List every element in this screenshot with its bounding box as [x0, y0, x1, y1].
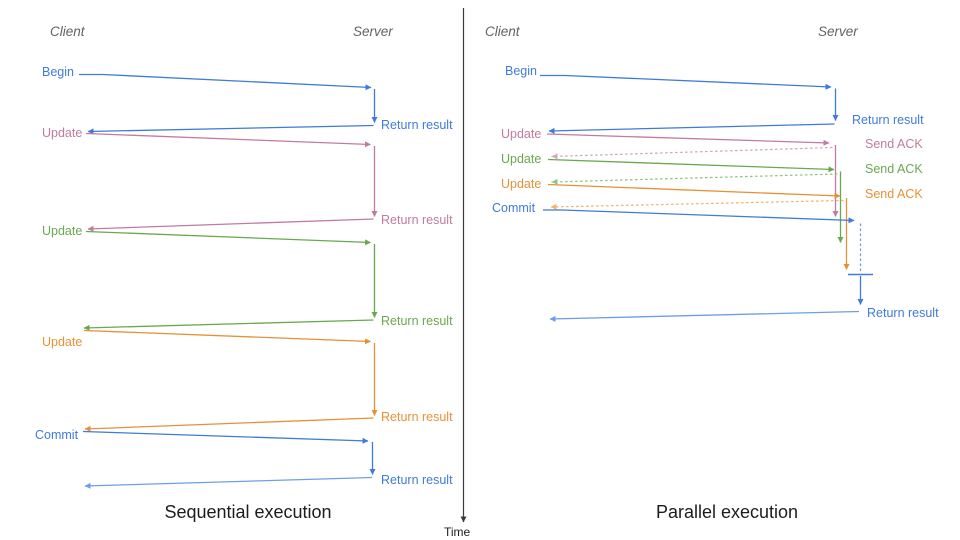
par-update2-request-line — [547, 158, 835, 173]
par-begin-request-line — [540, 74, 832, 90]
seq-begin-label: Begin — [42, 65, 74, 79]
seq-update1-return-line — [87, 218, 374, 232]
par-commit-return-label: Return result — [867, 306, 939, 320]
seq-server-header: Server — [353, 24, 393, 39]
par-update1-ack-line — [551, 146, 833, 160]
par-update1-request-line — [546, 133, 830, 146]
seq-panel-title: Sequential execution — [164, 502, 332, 522]
seq-begin-request-line — [79, 73, 372, 91]
par-update3-request-line — [547, 183, 841, 199]
par-begin-label: Begin — [505, 64, 537, 78]
par-begin-return-line — [548, 123, 835, 134]
par-panel-title: Parallel execution — [655, 502, 799, 522]
seq-update3-return-line — [84, 417, 374, 432]
par-update1-ack-label: Send ACK — [865, 137, 923, 151]
seq-begin-return-label: Return result — [381, 118, 453, 132]
seq-update1-request-line — [85, 132, 371, 148]
seq-update3-request-line — [83, 329, 371, 345]
par-begin-return-label: Return result — [852, 113, 924, 127]
time-axis-label: Time — [444, 525, 471, 539]
par-commit-label: Commit — [492, 201, 536, 215]
seq-commit-return-label: Return result — [381, 473, 453, 487]
par-update1-label: Update — [501, 127, 542, 141]
seq-client-header: Client — [50, 24, 85, 39]
par-update3-ack-line — [550, 199, 844, 210]
seq-update2-request-line — [85, 230, 371, 246]
seq-update3-return-label: Return result — [381, 410, 453, 424]
seq-begin-return-line — [87, 124, 374, 135]
par-update2-ack-line — [551, 173, 838, 185]
par-commit-request-line — [543, 209, 855, 224]
par-update3-ack-label: Send ACK — [865, 187, 923, 201]
par-client-header: Client — [485, 24, 520, 39]
par-update2-label: Update — [501, 152, 542, 166]
par-update2-ack-label: Send ACK — [865, 162, 923, 176]
seq-update2-label: Update — [42, 224, 83, 238]
seq-update2-return-line — [83, 319, 374, 331]
par-update3-label: Update — [501, 177, 542, 191]
par-commit-return-line — [549, 310, 860, 322]
seq-update2-return-label: Return result — [381, 314, 453, 328]
seq-update3-label: Update — [42, 335, 83, 349]
par-server-header: Server — [818, 24, 858, 39]
seq-commit-request-line — [82, 430, 369, 444]
seq-commit-label: Commit — [35, 428, 79, 442]
seq-update1-label: Update — [42, 126, 83, 140]
seq-update1-return-label: Return result — [381, 213, 453, 227]
seq-commit-return-line — [84, 476, 373, 489]
